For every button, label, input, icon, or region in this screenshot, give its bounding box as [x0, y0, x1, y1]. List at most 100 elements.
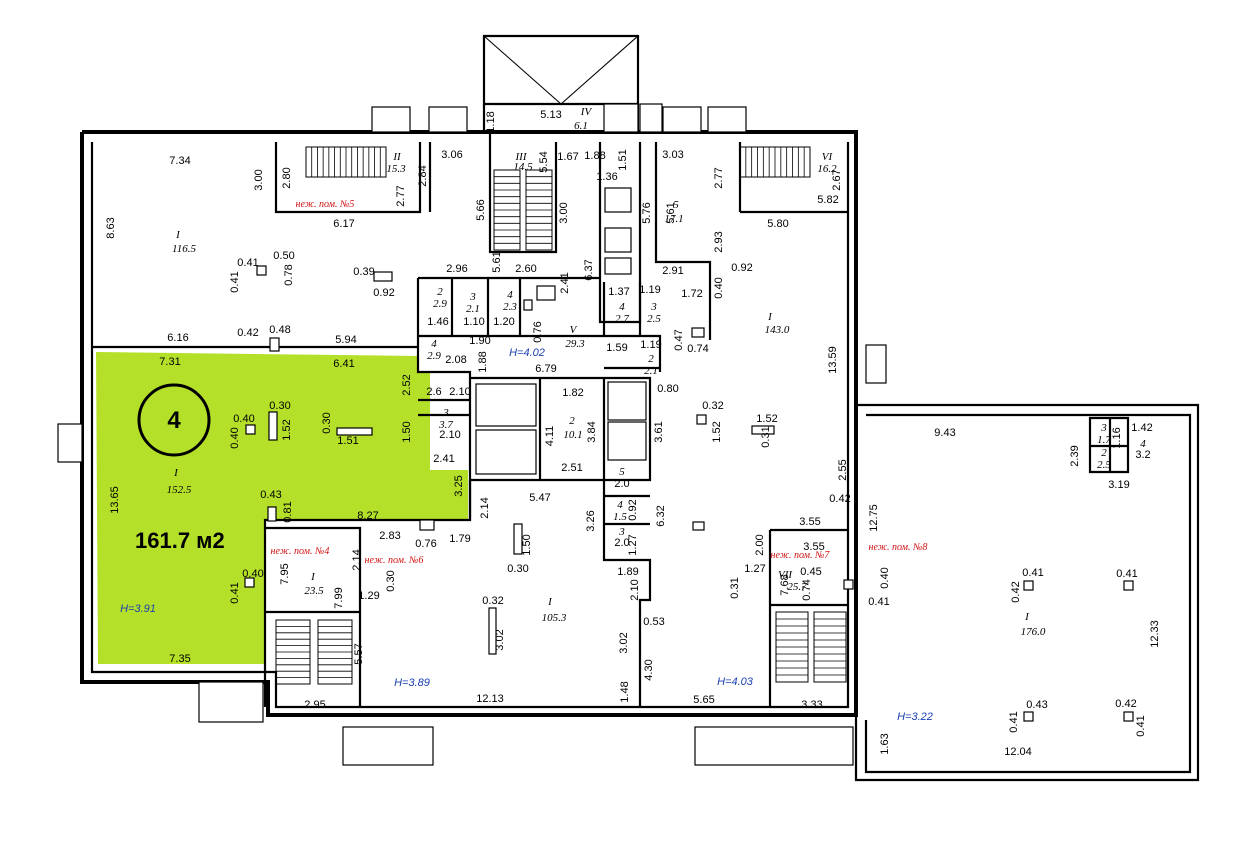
room-area: 2.9 [433, 298, 447, 310]
dimension-label: 5.65 [693, 694, 714, 706]
dimension-label: 0.41 [1022, 567, 1043, 579]
dimension-label: 1.27 [744, 563, 765, 575]
dimension-label: 0.32 [482, 595, 503, 607]
dimension-label: 2.0 [614, 537, 629, 549]
dimension-label: 12.13 [476, 693, 504, 705]
vertical-dimension-label: 0.81 [282, 501, 294, 522]
vertical-dimension-label: 0.41 [1008, 711, 1020, 732]
dimension-label: 23.5 [304, 585, 324, 597]
room-number: 3 [1100, 422, 1107, 434]
vertical-dimension-label: 5.76 [641, 202, 653, 223]
dimension-label: 0.92 [373, 287, 394, 299]
room-number: 2 [1101, 447, 1107, 459]
dimension-label: 2.95 [304, 699, 325, 711]
vertical-dimension-label: 2.52 [401, 374, 413, 395]
room-area: 2.1 [466, 303, 480, 315]
dimension-label: 2.41 [433, 453, 454, 465]
dimension-label: 0.30 [269, 400, 290, 412]
vertical-dimension-label: 6.37 [583, 259, 595, 280]
dimension-label: 2.83 [379, 530, 400, 542]
room-number: 4 [1140, 438, 1146, 450]
room-area: 2.3 [503, 301, 517, 313]
dimension-label: 0.76 [415, 538, 436, 550]
dimension-label: 5.80 [767, 218, 788, 230]
dimension-label: I [547, 596, 553, 608]
dimension-label: 7.34 [169, 155, 190, 167]
dimension-label: IV [580, 106, 593, 118]
dimension-label: 2.91 [662, 265, 683, 277]
dimension-label: 5.94 [335, 334, 356, 346]
dimension-label: неж. пом. №6 [365, 555, 424, 566]
dimension-label: 116.5 [172, 243, 196, 255]
dimension-label: I [175, 229, 181, 241]
vertical-dimension-label: 0.47 [673, 329, 685, 350]
vertical-dimension-label: 0.76 [532, 321, 544, 342]
dimension-label: 0.43 [260, 489, 281, 501]
dimension-label: I [767, 311, 773, 323]
dimension-label: 0.80 [657, 383, 678, 395]
room-area: 2.7 [615, 313, 629, 325]
vertical-dimension-label: 0.40 [229, 427, 241, 448]
vertical-dimension-label: 12.33 [1149, 620, 1161, 648]
dimension-label: 3.55 [803, 541, 824, 553]
vertical-dimension-label: 0.74 [801, 579, 813, 600]
outer-walls [57, 34, 1200, 782]
vertical-dimension-label: 0.41 [229, 271, 241, 292]
vertical-dimension-label: 0.78 [283, 264, 295, 285]
room-number: 2 [648, 353, 654, 365]
vertical-dimension-label: 2.77 [395, 185, 407, 206]
dimension-label: 10.1 [563, 429, 582, 441]
vertical-dimension-label: 1.48 [619, 681, 631, 702]
vertical-dimension-label: 2.84 [417, 165, 429, 186]
dimension-label: 0.45 [800, 566, 821, 578]
dimension-label: 1.51 [337, 435, 358, 447]
dimension-label: 14.5 [513, 161, 533, 173]
dimension-label: VII [778, 569, 793, 581]
vertical-dimension-label: 2.10 [629, 579, 641, 600]
vertical-dimension-label: 1.63 [879, 733, 891, 754]
dimension-label: 2.6 [426, 386, 441, 398]
vertical-dimension-label: 5.61 [491, 251, 503, 272]
dimension-label: 1.79 [449, 533, 470, 545]
dimension-label: 7.35 [169, 653, 190, 665]
vertical-dimension-label: 1.27 [627, 534, 639, 555]
vertical-dimension-label: 8.63 [105, 217, 117, 238]
vertical-dimension-label: 2.80 [281, 167, 293, 188]
vertical-dimension-label: 3.26 [585, 510, 597, 531]
columns [244, 187, 1134, 722]
vertical-dimension-label: 5.54 [538, 151, 550, 172]
room-area: 2.1 [644, 365, 658, 377]
dimension-label: 2.0 [614, 478, 629, 490]
vertical-dimension-label: 2.77 [713, 167, 725, 188]
vertical-dimension-label: 0.41 [1135, 715, 1147, 736]
dimension-label: 1.67 [557, 151, 578, 163]
dimension-label: 1.59 [606, 342, 627, 354]
dimension-label: 0.92 [731, 262, 752, 274]
dimension-label: 15.3 [386, 163, 406, 175]
unit-4-highlight[interactable] [96, 352, 468, 664]
interior-walls [92, 142, 1130, 707]
unit-area-label: 161.7 м2 [135, 528, 225, 553]
vertical-dimension-label: 1.18 [485, 111, 497, 132]
vertical-dimension-label: 0.31 [760, 426, 772, 447]
vertical-dimension-label: 5.61 [665, 202, 677, 223]
dimension-label: 1.90 [469, 335, 490, 347]
dimension-label: 8.27 [357, 510, 378, 522]
dimension-label: 3.06 [441, 149, 462, 161]
dimension-label: 0.40 [233, 413, 254, 425]
room-area: 2.5 [647, 313, 661, 325]
dimension-label: 0.43 [1026, 699, 1047, 711]
dimension-label: 5 [673, 199, 679, 211]
room-number: 4 [431, 338, 437, 350]
vertical-dimension-label: 2.00 [754, 534, 766, 555]
dimension-label: I [310, 571, 316, 583]
vertical-dimension-label: 2.14 [351, 549, 363, 570]
dimension-label: 5.47 [529, 492, 550, 504]
vertical-dimension-label: 3.84 [586, 421, 598, 442]
room-area: 1.5 [613, 511, 627, 523]
dimension-label: 1.42 [1131, 422, 1152, 434]
dimension-label: 3.19 [1108, 479, 1129, 491]
dimension-label: 105.3 [542, 612, 567, 624]
